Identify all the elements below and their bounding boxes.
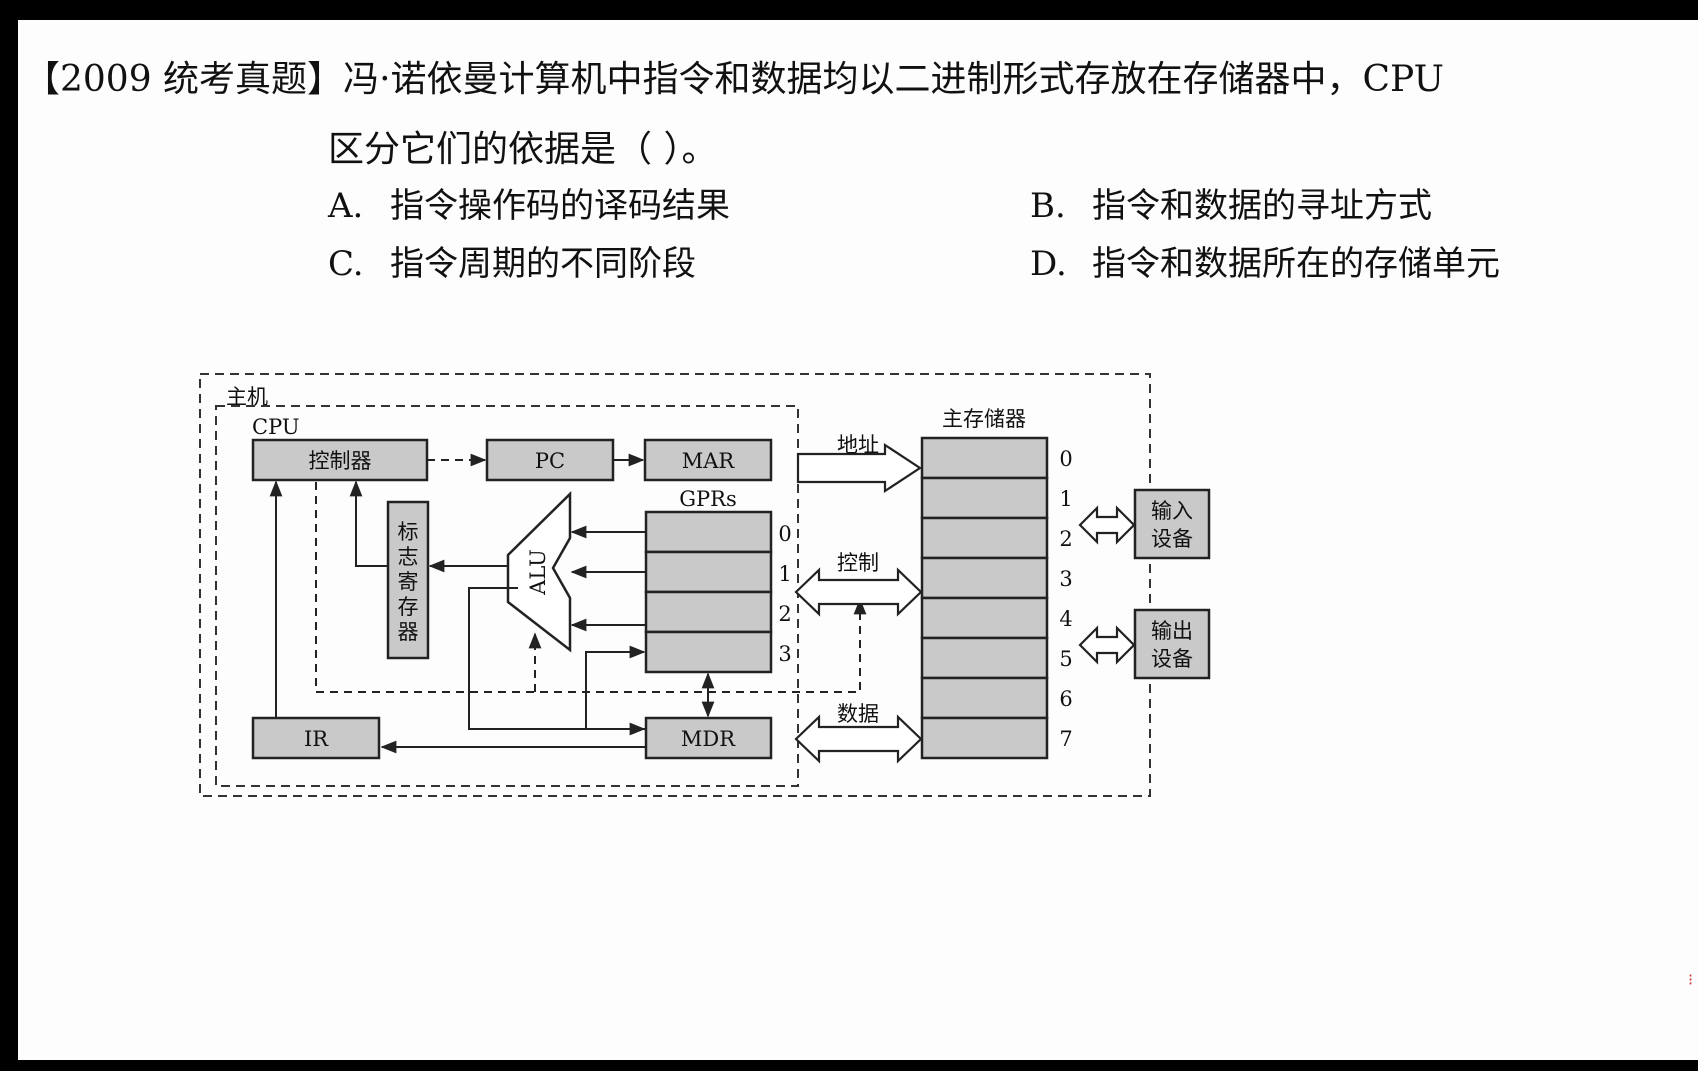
pc-label: PC (535, 449, 565, 473)
memory-index-0: 0 (1059, 447, 1072, 471)
host-boundary (199, 373, 1151, 797)
alu-to-mdr-line (468, 587, 646, 736)
control-bus-label: 控制 (837, 551, 879, 575)
memory-cell (920, 676, 1049, 720)
gpr-index-3: 3 (778, 642, 791, 666)
option-b-text: 指令和数据的寻址方式 (1092, 186, 1432, 226)
alu-label: ALU (526, 549, 550, 596)
ir-block: IR (251, 716, 381, 760)
mar-block: MAR (643, 438, 773, 482)
question-page: 【2009 统考真题】冯·诺依曼计算机中指令和数据均以二进制形式存放在存储器中，… (18, 20, 1698, 1060)
address-bus-arrow (796, 442, 923, 494)
memory-cell (920, 476, 1049, 520)
gpr-3 (644, 630, 773, 674)
gpr-0 (644, 510, 773, 554)
option-d[interactable]: D. 指令和数据所在的存储单元 (1030, 236, 1500, 285)
pc-block: PC (485, 438, 615, 482)
question-stem-line2: 区分它们的依据是（ ）。 (328, 129, 718, 170)
memory-cell (920, 516, 1049, 560)
memory-index-7: 7 (1059, 727, 1072, 751)
option-d-letter: D. (1030, 244, 1067, 284)
memory-cell (920, 436, 1049, 480)
option-a-text: 指令操作码的译码结果 (390, 186, 730, 226)
memory-index-6: 6 (1059, 687, 1072, 711)
von-neumann-diagram: 主机 CPU 控制器 PC MAR GPRs 0 1 2 3 (199, 373, 1211, 797)
output-device-line1: 输出 (1151, 619, 1193, 643)
input-device-arrow (1078, 505, 1136, 545)
flag-register-char-1: 志 (398, 545, 419, 569)
memory-index-5: 5 (1059, 647, 1072, 671)
main-memory-cells (920, 436, 1049, 760)
option-c[interactable]: C. 指令周期的不同阶段 (328, 236, 696, 285)
mdr-to-gpr3-line (585, 645, 646, 730)
output-device-arrow (1078, 625, 1136, 665)
option-b[interactable]: B. 指令和数据的寻址方式 (1030, 178, 1432, 227)
gpr-index-2: 2 (778, 602, 791, 626)
option-d-text: 指令和数据所在的存储单元 (1092, 244, 1500, 284)
gprs-label: GPRs (679, 487, 737, 511)
address-bus-label: 地址 (837, 433, 879, 457)
mdr-label: MDR (681, 727, 736, 751)
input-device-line1: 输入 (1151, 499, 1193, 523)
gpr-2 (644, 590, 773, 634)
memory-cell (920, 556, 1049, 600)
memory-cell (920, 636, 1049, 680)
gpr-registers (644, 510, 773, 674)
output-device-line2: 设备 (1151, 647, 1193, 671)
memory-index-4: 4 (1059, 607, 1072, 631)
option-c-text: 指令周期的不同阶段 (390, 244, 696, 284)
mdr-block: MDR (644, 716, 773, 760)
ir-label: IR (304, 727, 329, 751)
option-b-letter: B. (1030, 186, 1066, 226)
question-stem-line1: 【2009 统考真题】冯·诺依曼计算机中指令和数据均以二进制形式存放在存储器中，… (24, 50, 1444, 102)
main-memory-label: 主存储器 (942, 407, 1026, 431)
controller-block: 控制器 (251, 438, 429, 482)
gpr-index-1: 1 (778, 562, 791, 586)
option-c-letter: C. (328, 244, 364, 284)
alu-block: ALU (506, 491, 572, 653)
data-bus-label: 数据 (837, 702, 879, 726)
gpr-index-0: 0 (778, 522, 791, 546)
memory-index-2: 2 (1059, 527, 1072, 551)
output-device-block: 输出 设备 (1133, 608, 1211, 680)
memory-cell (920, 596, 1049, 640)
cpu-label: CPU (252, 415, 300, 439)
question-source-tag: 【2009 统考真题】 (24, 59, 344, 100)
memory-cell (920, 716, 1049, 760)
option-a[interactable]: A. 指令操作码的译码结果 (328, 178, 730, 227)
memory-index-1: 1 (1059, 487, 1072, 511)
flag-register-char-4: 器 (398, 620, 419, 644)
flag-register-char-3: 存 (398, 595, 419, 619)
question-stem-text: 冯·诺依曼计算机中指令和数据均以二进制形式存放在存储器中，CPU (343, 59, 1444, 100)
gpr-1 (644, 550, 773, 594)
cpu-boundary (215, 405, 799, 787)
corner-mark: ⁝ (1688, 970, 1694, 989)
option-a-letter: A. (328, 186, 364, 226)
controller-label: 控制器 (309, 449, 372, 473)
control-bus-arrow (794, 567, 923, 617)
input-device-block: 输入 设备 (1133, 488, 1211, 560)
flag-register-char-2: 寄 (398, 570, 419, 594)
flag-to-controller-line (349, 480, 388, 567)
memory-index-3: 3 (1059, 567, 1072, 591)
mar-label: MAR (682, 449, 736, 473)
input-device-line2: 设备 (1151, 527, 1193, 551)
control-signal-line (315, 482, 867, 693)
flag-register-block: 标 志 寄 存 器 (386, 500, 430, 660)
flag-register-char-0: 标 (398, 520, 419, 544)
